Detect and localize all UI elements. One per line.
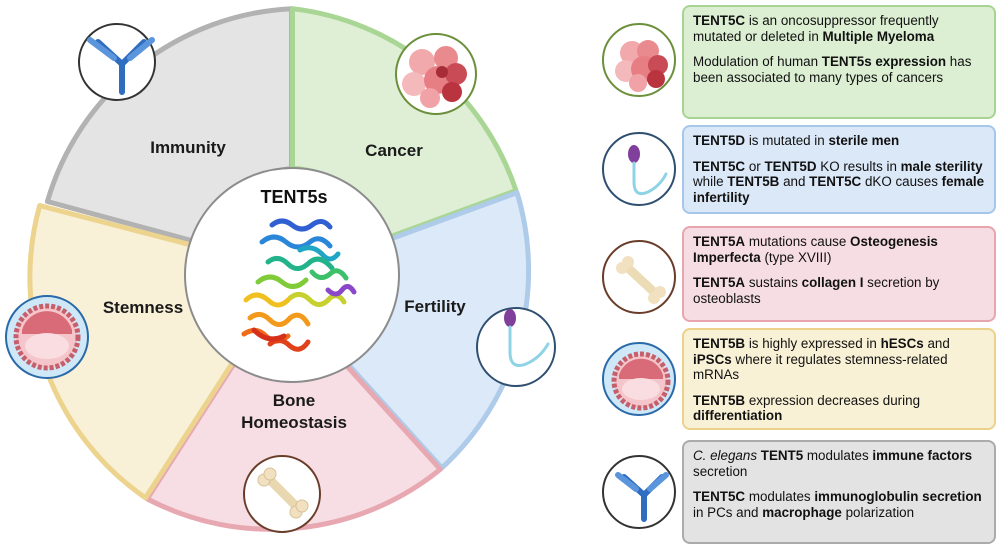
text-run: TENT5D — [764, 158, 817, 174]
text-run: Multiple Myeloma — [822, 28, 935, 44]
bone-icon — [616, 256, 666, 304]
text-run: mutations cause — [745, 234, 851, 249]
panel-paragraph: TENT5D is mutated in sterile men — [693, 133, 985, 149]
bone-badge — [602, 240, 676, 314]
text-run: sustains — [745, 275, 802, 291]
panel-cancer-text: TENT5C is an oncosuppressor frequently m… — [682, 5, 996, 119]
cancer-cells-icon — [615, 40, 668, 92]
stem-cell-badge — [5, 295, 89, 379]
cancer-cells-icon — [402, 46, 467, 108]
text-run: TENT5D — [693, 133, 746, 148]
text-run: polarization — [841, 504, 915, 520]
text-run: TENT5B — [693, 336, 746, 351]
panel-cancer: TENT5C is an oncosuppressor frequently m… — [600, 5, 1000, 119]
text-run: has been associated to many types of can… — [693, 54, 972, 85]
text-run: secretion by osteoblasts — [693, 275, 940, 306]
text-run: TENT5C — [693, 158, 746, 174]
text-run: where it regulates stemness-related mRNA… — [693, 351, 948, 383]
sperm-badge — [602, 132, 676, 206]
text-run: sterile men — [828, 133, 900, 148]
text-run: TENT5B — [693, 392, 746, 408]
sperm-badge — [476, 307, 556, 387]
text-run: dKO causes — [861, 174, 942, 190]
text-run: Osteogenesis Imperfecta — [693, 234, 938, 265]
text-run: macrophage — [762, 504, 842, 520]
panel-paragraph: TENT5A sustains collagen I secretion by … — [693, 275, 985, 306]
panel-paragraph: Modulation of human TENT5s expression ha… — [693, 54, 985, 85]
panel-stemness-text: TENT5B is highly expressed in hESCs and … — [682, 328, 996, 430]
stem-cell-icon — [611, 351, 671, 411]
center-title: TENT5s — [260, 187, 327, 207]
text-run: expression decreases during — [745, 392, 921, 408]
text-run: is mutated in — [745, 133, 829, 148]
antibody-badge — [602, 455, 676, 529]
bone-badge — [243, 455, 321, 533]
text-run: female infertility — [693, 174, 985, 205]
stem-cell-badge — [602, 342, 676, 416]
panel-paragraph: TENT5B expression decreases during diffe… — [693, 393, 985, 424]
panel-immunity-text: C. elegans TENT5 modulates immune factor… — [682, 440, 996, 544]
text-run: TENT5A — [693, 234, 746, 249]
segment-label-fertility: Fertility — [404, 297, 466, 316]
text-run: C. elegans — [693, 448, 758, 463]
text-run: is an oncosuppressor frequently mutated … — [693, 13, 939, 44]
panel-paragraph: TENT5B is highly expressed in hESCs and … — [693, 336, 985, 383]
text-run: or — [745, 158, 765, 174]
panel-stemness: TENT5B is highly expressed in hESCs and … — [600, 328, 1000, 430]
text-run: secretion — [693, 463, 748, 479]
text-run: TENT5A — [693, 275, 746, 291]
text-run: differentiation — [693, 408, 783, 424]
antibody-badge — [78, 23, 156, 101]
segment-label-cancer: Cancer — [365, 141, 423, 160]
text-run: TENT5C — [693, 489, 746, 505]
antibody-icon — [615, 472, 669, 522]
segment-label-homeostasis: Homeostasis — [241, 413, 347, 432]
text-run: in PCs and — [693, 504, 763, 520]
text-run: TENT5C — [809, 174, 862, 190]
text-run: KO results in — [816, 158, 901, 174]
sperm-icon — [504, 309, 550, 367]
text-run: hESCs — [880, 336, 924, 351]
panel-paragraph: TENT5C is an oncosuppressor frequently m… — [693, 13, 985, 44]
text-run: TENT5s expression — [821, 54, 947, 70]
tent5-wheel-diagram: TENT5s Immunity Cancer Fertility Bone Ho… — [5, 6, 556, 533]
text-run: and — [923, 336, 950, 351]
text-run: Modulation of human — [693, 54, 822, 70]
text-run: while — [693, 174, 728, 190]
text-run: (type XVIII) — [760, 249, 832, 265]
sperm-icon — [628, 145, 668, 196]
panel-bone: TENT5A mutations cause Osteogenesis Impe… — [600, 226, 1000, 322]
segment-label-immunity: Immunity — [150, 138, 226, 157]
text-run: iPSCs — [693, 351, 732, 367]
text-run: modulates — [803, 448, 873, 463]
text-run: immunoglobulin secretion — [814, 489, 982, 505]
panel-paragraph: TENT5C modulates immunoglobulin secretio… — [693, 489, 985, 520]
cancer-cells-badge — [602, 23, 676, 97]
panel-bone-text: TENT5A mutations cause Osteogenesis Impe… — [682, 226, 996, 322]
text-run: TENT5B — [727, 174, 780, 190]
panel-immunity: C. elegans TENT5 modulates immune factor… — [600, 440, 1000, 544]
protein-structure-icon — [241, 218, 357, 352]
cancer-cells-badge — [395, 33, 477, 115]
text-run: collagen I — [801, 275, 864, 291]
text-run: and — [779, 174, 810, 190]
text-run: TENT5C — [693, 13, 746, 28]
bone-icon — [257, 467, 309, 519]
panel-paragraph: TENT5A mutations cause Osteogenesis Impe… — [693, 234, 985, 265]
stem-cell-icon — [13, 303, 81, 371]
center-circle — [184, 167, 400, 383]
panel-paragraph: TENT5C or TENT5D KO results in male ster… — [693, 159, 985, 206]
text-run: male sterility — [900, 158, 983, 174]
text-run: is highly expressed in — [745, 336, 881, 351]
text-run: modulates — [745, 489, 815, 505]
antibody-icon — [87, 37, 155, 95]
text-run: immune factors — [872, 448, 973, 463]
segment-label-bone: Bone — [273, 391, 316, 410]
segment-label-stemness: Stemness — [103, 298, 183, 317]
text-run: TENT5 — [760, 448, 804, 463]
panel-paragraph: C. elegans TENT5 modulates immune factor… — [693, 448, 985, 479]
